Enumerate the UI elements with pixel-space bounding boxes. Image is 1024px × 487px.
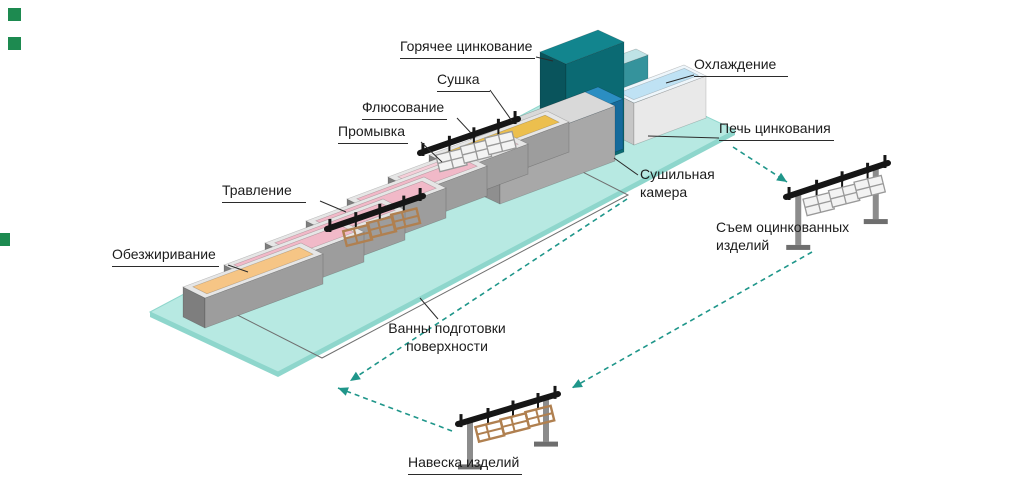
arrow-furnace-to-unload-line — [732, 146, 788, 183]
product-frame — [523, 404, 556, 429]
product-bar — [376, 220, 383, 236]
line-hanger-pickling-bar — [324, 193, 426, 232]
product-bar — [510, 416, 516, 432]
bath-degreasing-liquid — [192, 246, 314, 295]
product-bar — [473, 143, 479, 160]
unload-rack-bar — [783, 160, 891, 200]
unload-rack-foot-1 — [786, 244, 811, 250]
bath-degreasing — [182, 242, 324, 329]
loading-rack-foot-2 — [534, 441, 558, 447]
product-bar — [866, 178, 873, 196]
label-surface-prep-baths: Ванны подготовки поверхности — [388, 320, 506, 354]
label-rinsing: Промывка — [338, 123, 408, 144]
product-bar — [501, 419, 528, 428]
product-bar — [485, 424, 491, 440]
product-bar — [368, 223, 395, 232]
leader-line-2 — [489, 89, 513, 122]
label-pickling: Травление — [222, 182, 306, 203]
line-hanger-flux-bar — [417, 116, 521, 156]
line-hanger-flux-product-3 — [484, 130, 517, 156]
arrow-loading-to-line-line — [337, 387, 453, 432]
arrow-furnace-to-unload-head — [776, 172, 787, 182]
arrow-loading-to-line-head — [338, 387, 349, 396]
platform-edge-left — [150, 312, 278, 377]
product-bar — [535, 409, 541, 425]
label-degreasing: Обезжиривание — [112, 246, 219, 267]
arrow-unload-to-loading — [571, 251, 813, 389]
label-unloading: Съем оцинкованных изделий — [716, 219, 850, 253]
unload-rack-product-2 — [827, 183, 861, 208]
line-hanger-flux-product-1 — [435, 147, 468, 173]
green-marker-3 — [0, 233, 10, 246]
product-bar — [815, 195, 822, 213]
label-hot-galvanizing: Горячее цинкование — [400, 38, 536, 59]
product-bar — [497, 134, 504, 152]
arrow-unload-to-loading-head — [572, 379, 583, 388]
leader-line-5 — [319, 200, 347, 213]
arrow-loading-to-line — [337, 387, 453, 432]
leader-line-7 — [665, 74, 695, 84]
label-drying-chamber: Сушильная камера — [640, 166, 715, 200]
arrow-line-return-line — [349, 198, 628, 382]
loading-rack-product-2 — [498, 411, 531, 436]
product-bar — [400, 211, 407, 227]
arrow-unload-to-loading-line — [571, 251, 813, 389]
unload-rack-foot-2 — [863, 219, 888, 225]
loading-rack-foot-1 — [458, 464, 482, 470]
unload-rack-product-3 — [853, 174, 887, 200]
arrow-furnace-to-unload — [732, 146, 788, 183]
arrow-line-return-head — [350, 371, 361, 381]
leader-line-6 — [227, 264, 249, 273]
leader-line-10 — [419, 297, 439, 320]
label-loading: Навеска изделий — [408, 454, 523, 475]
product-bar — [344, 231, 371, 240]
product-bar — [448, 151, 455, 169]
leader-line-9 — [613, 157, 639, 176]
label-drying: Сушка — [437, 71, 490, 92]
product-bar — [392, 214, 419, 223]
label-cooling: Охлаждение — [694, 56, 789, 77]
leader-line-4 — [420, 141, 443, 163]
unload-rack-leg-1 — [795, 192, 802, 245]
unload-rack — [783, 155, 891, 250]
label-fluxing: Флюсование — [362, 99, 448, 120]
green-marker-2 — [8, 37, 21, 50]
product-bar — [526, 412, 553, 421]
product-bar — [476, 427, 503, 436]
loading-rack-bar — [455, 391, 561, 427]
loading-rack — [455, 385, 561, 470]
leader-line-3 — [456, 117, 472, 134]
arrow-line-return — [349, 198, 628, 382]
product-bar — [841, 187, 847, 204]
line-hanger-pickling-product-3 — [389, 207, 422, 231]
loading-rack-leg-1 — [467, 420, 473, 465]
green-marker-1 — [8, 8, 21, 21]
unload-rack-product-1 — [802, 191, 836, 217]
cooling-bath-liquid — [618, 68, 700, 100]
loading-rack-product-1 — [473, 419, 506, 444]
loading-rack-product-3 — [523, 404, 556, 429]
leader-line-8 — [647, 135, 720, 139]
galvanizing-furnace-top-face — [539, 29, 625, 65]
leader-line-1 — [535, 56, 554, 62]
loading-rack-leg-2 — [543, 397, 549, 442]
product-bar — [352, 228, 359, 244]
line-hanger-flux — [417, 111, 521, 173]
line-hanger-pickling — [324, 187, 426, 248]
label-galvanizing-furnace: Печь цинкования — [719, 120, 834, 141]
